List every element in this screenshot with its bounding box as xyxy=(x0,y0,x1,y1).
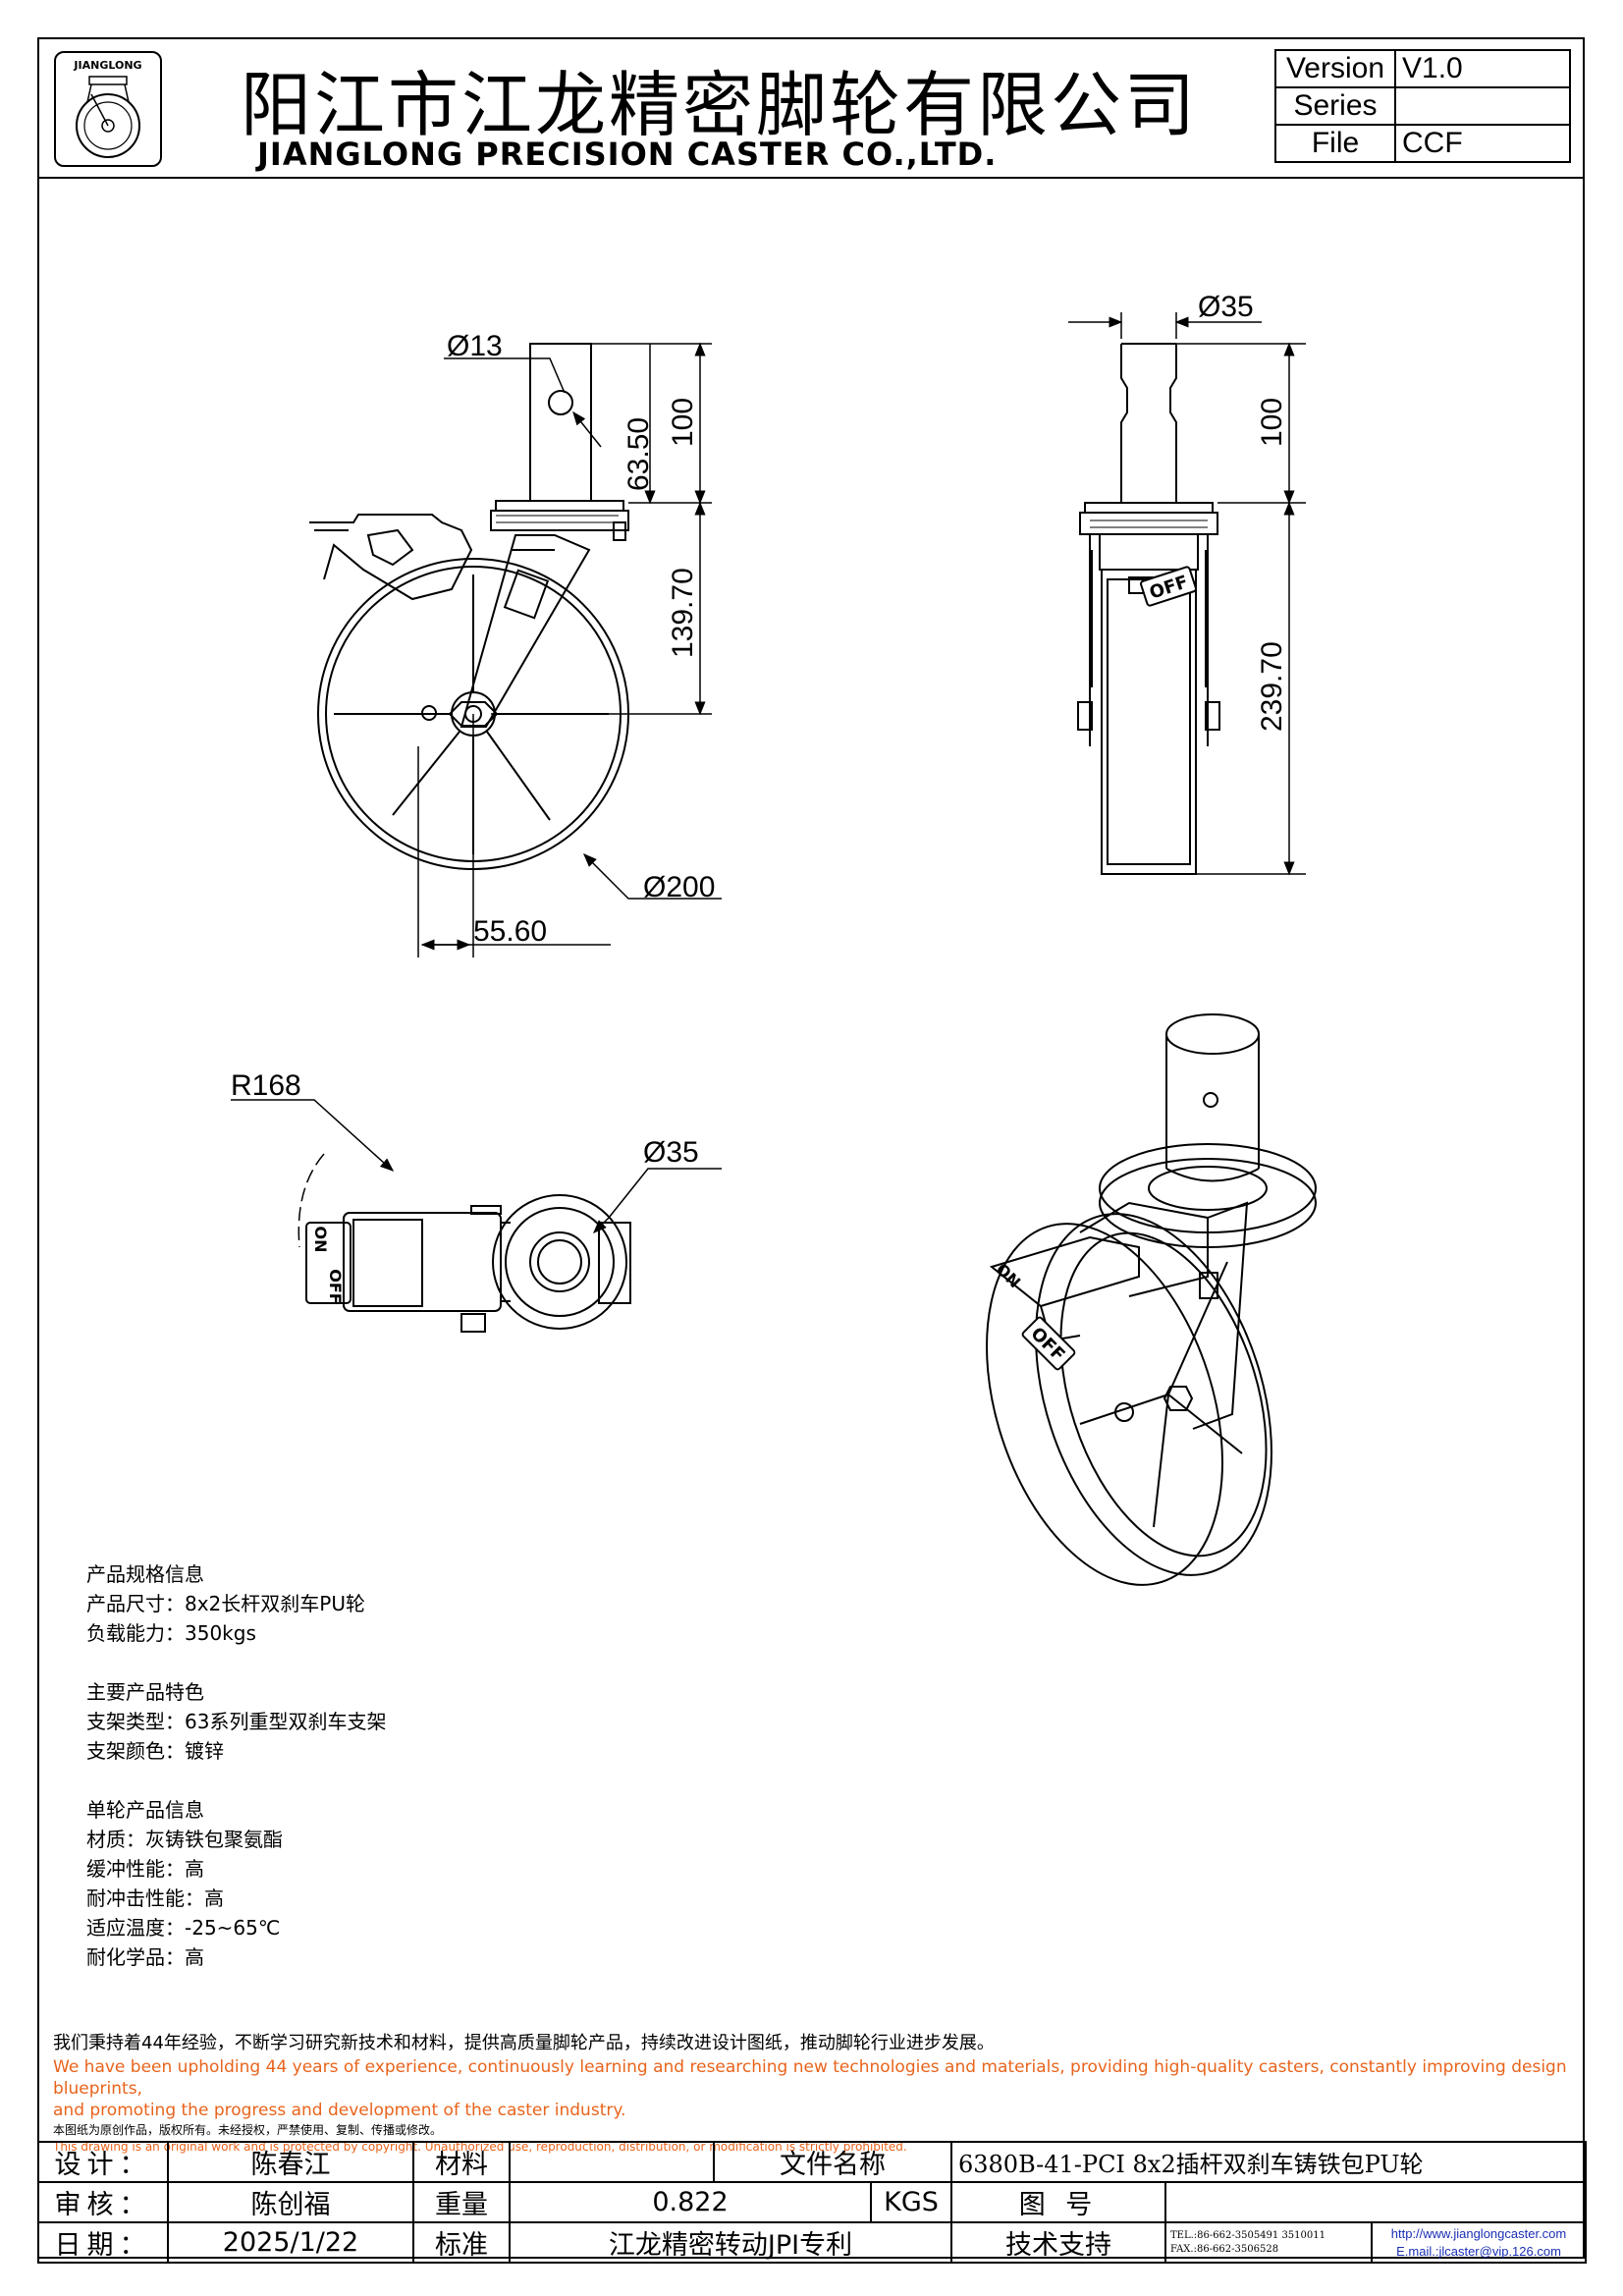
front-view-dimensions xyxy=(417,342,722,957)
weight-label: 重量 xyxy=(412,2181,511,2223)
note-en-2: and promoting the progress and developme… xyxy=(53,2101,626,2120)
contact-phone: TEL.:86-662-3505491 3510011 FAX.:86-662-… xyxy=(1164,2221,1373,2264)
weight-value: 0.822 xyxy=(509,2181,872,2223)
spec-line: 产品尺寸：8x2长杆双刹车PU轮 xyxy=(86,1592,365,1615)
dim-swivel-radius: R168 xyxy=(231,1069,301,1102)
version-table: Version V1.0 Series File CCF xyxy=(1274,49,1571,163)
dim-pin-hole: Ø13 xyxy=(447,330,503,362)
dim-offset: 55.60 xyxy=(473,915,547,948)
website-link[interactable]: http://www.jianglongcaster.com xyxy=(1390,2225,1567,2241)
spec-group-title: 主要产品特色 xyxy=(86,1680,204,1704)
spec-line: 耐化学品：高 xyxy=(86,1945,204,1969)
review-value: 陈创福 xyxy=(167,2181,414,2223)
spec-line: 适应温度：-25~65℃ xyxy=(86,1916,281,1940)
dim-pin-height: 63.50 xyxy=(622,417,655,491)
standard-label: 标准 xyxy=(412,2221,511,2264)
top-view xyxy=(305,1194,631,1333)
top-off-label: OFF xyxy=(326,1269,345,1303)
support-label: 技术支持 xyxy=(950,2221,1166,2264)
note-en-1: We have been upholding 44 years of exper… xyxy=(53,2057,1567,2099)
tel-text: TEL.:86-662-3505491 3510011 xyxy=(1170,2229,1325,2241)
design-label: 设计： xyxy=(37,2141,169,2183)
spec-line: 耐冲击性能：高 xyxy=(86,1886,224,1910)
logo-brand: JIANGLONG xyxy=(74,59,142,72)
email-link[interactable]: E.mail.:jlcaster@vip.126.com xyxy=(1396,2243,1561,2259)
dim-top-stem-diameter: Ø35 xyxy=(643,1136,699,1169)
spec-group-title: 产品规格信息 xyxy=(86,1562,204,1586)
product-specs: 产品规格信息 产品尺寸：8x2长杆双刹车PU轮 负载能力：350kgs 主要产品… xyxy=(86,1559,386,1972)
side-view xyxy=(1077,343,1220,875)
contact-web: http://www.jianglongcaster.com E.mail.:j… xyxy=(1370,2221,1588,2264)
filename-label: 文件名称 xyxy=(713,2141,952,2183)
spec-line: 支架颜色：镀锌 xyxy=(86,1739,224,1763)
drawing-no-value xyxy=(1163,2181,1588,2223)
spec-group-title: 单轮产品信息 xyxy=(86,1798,204,1822)
header-divider xyxy=(37,177,1585,179)
side-view-dimensions xyxy=(1068,312,1306,876)
file-value: CCF xyxy=(1394,124,1571,163)
spec-line: 支架类型：63系列重型双刹车支架 xyxy=(86,1710,387,1733)
company-notes: 我们秉持着44年经验，不断学习研究新技术和材料，提供高质量脚轮产品，持续改进设计… xyxy=(53,2031,1585,2155)
weight-unit: KGS xyxy=(870,2181,952,2223)
series-value xyxy=(1394,86,1571,126)
series-label: Series xyxy=(1274,86,1396,126)
dim-side-stem-height: 100 xyxy=(1256,398,1288,447)
dim-overall-height: 239.70 xyxy=(1256,641,1288,732)
copyright-cn: 本图纸为原创作品，版权所有。未经授权，严禁使用、复制、传播或修改。 xyxy=(53,2123,443,2137)
spec-line: 材质：灰铸铁包聚氨酯 xyxy=(86,1828,283,1851)
spec-line: 缓冲性能：高 xyxy=(86,1857,204,1881)
dim-stem-height: 100 xyxy=(667,398,699,447)
fax-text: FAX.:86-662-3506528 xyxy=(1170,2243,1279,2255)
design-value: 陈春江 xyxy=(167,2141,414,2183)
review-label: 审核： xyxy=(37,2181,169,2223)
dim-wheel-diameter: Ø200 xyxy=(643,871,715,903)
material-value xyxy=(509,2141,715,2183)
date-label: 日期： xyxy=(37,2221,169,2264)
material-label: 材料 xyxy=(412,2141,511,2183)
dimension-texts: Ø13 63.50 100 139.70 Ø200 55.60 Ø35 100 … xyxy=(231,291,1288,1169)
standard-value: 江龙精密转动JPI专利 xyxy=(509,2221,952,2264)
version-label: Version xyxy=(1274,49,1396,88)
top-view-dimensions xyxy=(231,1099,722,1248)
date-value: 2025/1/22 xyxy=(167,2221,414,2264)
spec-line: 负载能力：350kgs xyxy=(86,1621,256,1645)
filename-value: 6380B-41-PCI 8x2插杆双刹车铸铁包PU轮 xyxy=(949,2141,1588,2183)
caster-logo-icon xyxy=(76,76,140,158)
dim-side-stem-diameter: Ø35 xyxy=(1198,291,1254,323)
company-name-cn: 阳江市江龙精密脚轮有限公司 xyxy=(241,64,1199,146)
file-label: File xyxy=(1274,124,1396,163)
isometric-view xyxy=(986,1013,1317,1586)
company-name-en: JIANGLONG PRECISION CASTER CO.,LTD. xyxy=(257,136,998,173)
brake-labels: OFF OFF ON ON OFF xyxy=(311,566,1197,1371)
top-on-label: ON xyxy=(311,1227,330,1253)
drawing-no-label: 图 号 xyxy=(950,2181,1166,2223)
version-value: V1.0 xyxy=(1394,49,1571,88)
dim-center-height: 139.70 xyxy=(667,568,699,658)
title-block: 设计： 陈春江 材料 文件名称 6380B-41-PCI 8x2插杆双刹车铸铁包… xyxy=(37,2141,1588,2264)
company-logo: JIANGLONG xyxy=(54,51,162,167)
note-cn: 我们秉持着44年经验，不断学习研究新技术和材料，提供高质量脚轮产品，持续改进设计… xyxy=(53,2033,995,2053)
front-view xyxy=(309,343,629,870)
